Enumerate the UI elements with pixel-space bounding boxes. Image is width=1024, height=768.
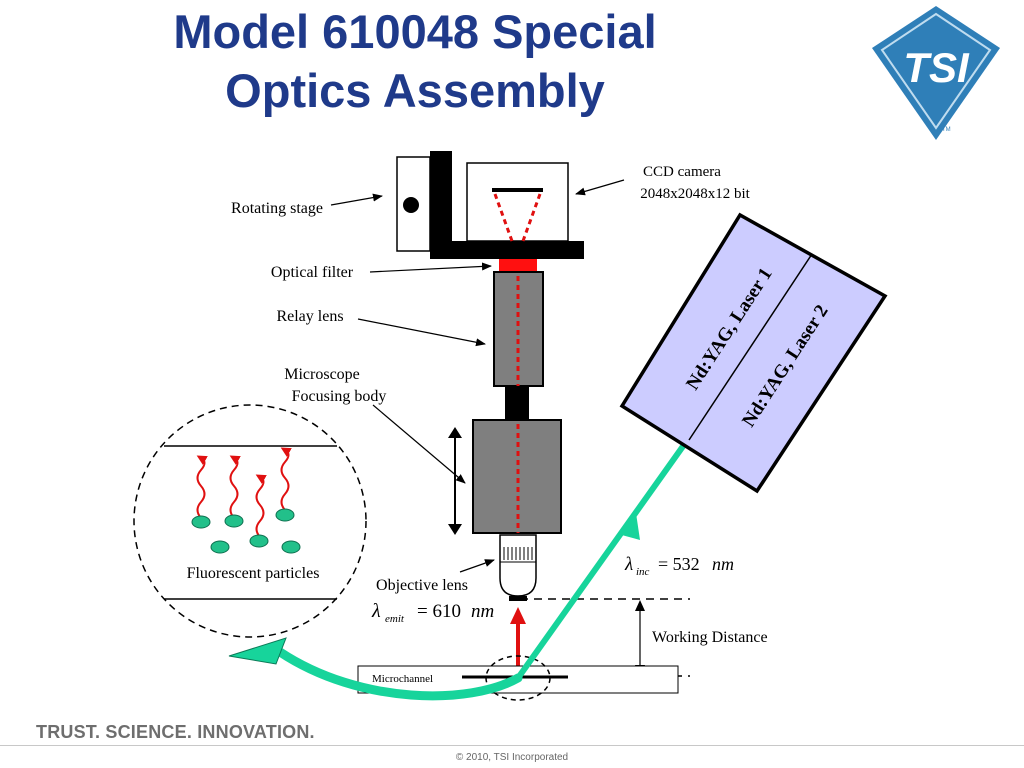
fluorescence-waves (196, 447, 292, 538)
laser-divider (688, 253, 813, 441)
rotating-stage-label: Rotating stage (231, 200, 323, 217)
particle (191, 515, 211, 529)
rotating-stage-knob (403, 197, 419, 213)
working-distance-head-up (635, 600, 645, 611)
inc-unit: nm (712, 554, 734, 574)
emit-value: = 610 (417, 601, 461, 622)
objective-lens-arrow (459, 559, 495, 573)
rotating-stage-bracket (430, 151, 584, 259)
emission-beam-head (510, 607, 526, 624)
emit-wavelength: λ emit = 610 nm (371, 600, 494, 625)
ccd-camera-label-1: CCD camera (643, 164, 721, 180)
title-line-1: Model 610048 Special (173, 5, 657, 58)
ccd-camera-label-2: 2048x2048x12 bit (640, 186, 750, 202)
particles (191, 508, 301, 554)
particle (275, 508, 295, 522)
magnified-view: Fluorescent particles (133, 404, 367, 638)
title-line-2: Optics Assembly (225, 64, 605, 117)
optical-filter (499, 259, 537, 272)
magnify-arrow-head (228, 637, 287, 665)
fluorescent-particles-label: Fluorescent particles (187, 565, 320, 582)
objective-lens-tip (509, 596, 527, 601)
objective-lens-grip (503, 547, 533, 560)
emit-unit: nm (471, 601, 494, 622)
ccd-camera-body (466, 162, 569, 242)
focusing-body-arrow (372, 404, 466, 484)
fluorescence-wave-3 (255, 474, 267, 538)
ccd-camera (466, 162, 569, 242)
objective-lens-label: Objective lens (376, 577, 468, 594)
footer-divider (0, 745, 1024, 746)
fluorescence-wave-4 (280, 447, 292, 511)
particle (249, 534, 269, 548)
magnified-view-circle (133, 404, 367, 638)
inc-wavelength: λ inc = 532 nm (624, 554, 734, 578)
particle (281, 540, 301, 554)
focus-travel-arrow (448, 427, 462, 535)
microscope-label-1: Microscope (284, 366, 360, 383)
ccd-camera-arrow (575, 179, 625, 196)
focus-travel-head-down (448, 524, 462, 535)
inc-lambda: λ (624, 554, 633, 575)
microchannel-label: Microchannel (372, 673, 433, 685)
rotating-stage (396, 151, 584, 259)
inc-subscript: inc (636, 566, 650, 578)
copyright: © 2010, TSI Incorporated (455, 752, 569, 763)
relay-lens-label: Relay lens (276, 308, 343, 325)
logo-diamond (872, 6, 1000, 140)
lens-connector (505, 386, 529, 420)
slide-title: Model 610048 Special Optics Assembly (100, 2, 730, 120)
working-distance-label: Working Distance (652, 629, 768, 646)
tagline: TRUST. SCIENCE. INNOVATION. (36, 722, 315, 742)
fluorescence-wave-2 (229, 455, 241, 519)
logo-trademark: TM (942, 127, 951, 133)
working-distance-arrow (635, 600, 645, 676)
magnify-arrow (275, 647, 523, 701)
logo-text: TSI (903, 44, 970, 91)
focal-region (485, 655, 551, 701)
laser-beam-arrowhead (618, 513, 640, 540)
particle (210, 540, 230, 554)
focus-travel-head-up (448, 427, 462, 438)
tsi-logo: TSI TM (872, 6, 1000, 140)
emit-subscript: emit (385, 613, 405, 625)
inc-value: = 532 (658, 554, 700, 574)
relay-lens-arrow (357, 318, 486, 347)
laser-beam (515, 440, 689, 680)
optical-filter-arrow (369, 262, 492, 273)
particle (224, 514, 244, 528)
rotating-stage-arrow (330, 193, 383, 206)
microscope-label-2: Focusing body (292, 388, 387, 405)
logo-diamond-inner (880, 12, 992, 130)
objective-lens (499, 534, 537, 601)
fluorescence-wave-1 (196, 455, 208, 519)
laser-housing (619, 212, 888, 494)
objective-lens-body (499, 534, 537, 597)
emit-lambda: λ (371, 600, 381, 622)
optical-filter-label: Optical filter (271, 264, 354, 281)
laser-box: Nd:YAG, Laser 1 Nd:YAG, Laser 2 (619, 212, 888, 494)
